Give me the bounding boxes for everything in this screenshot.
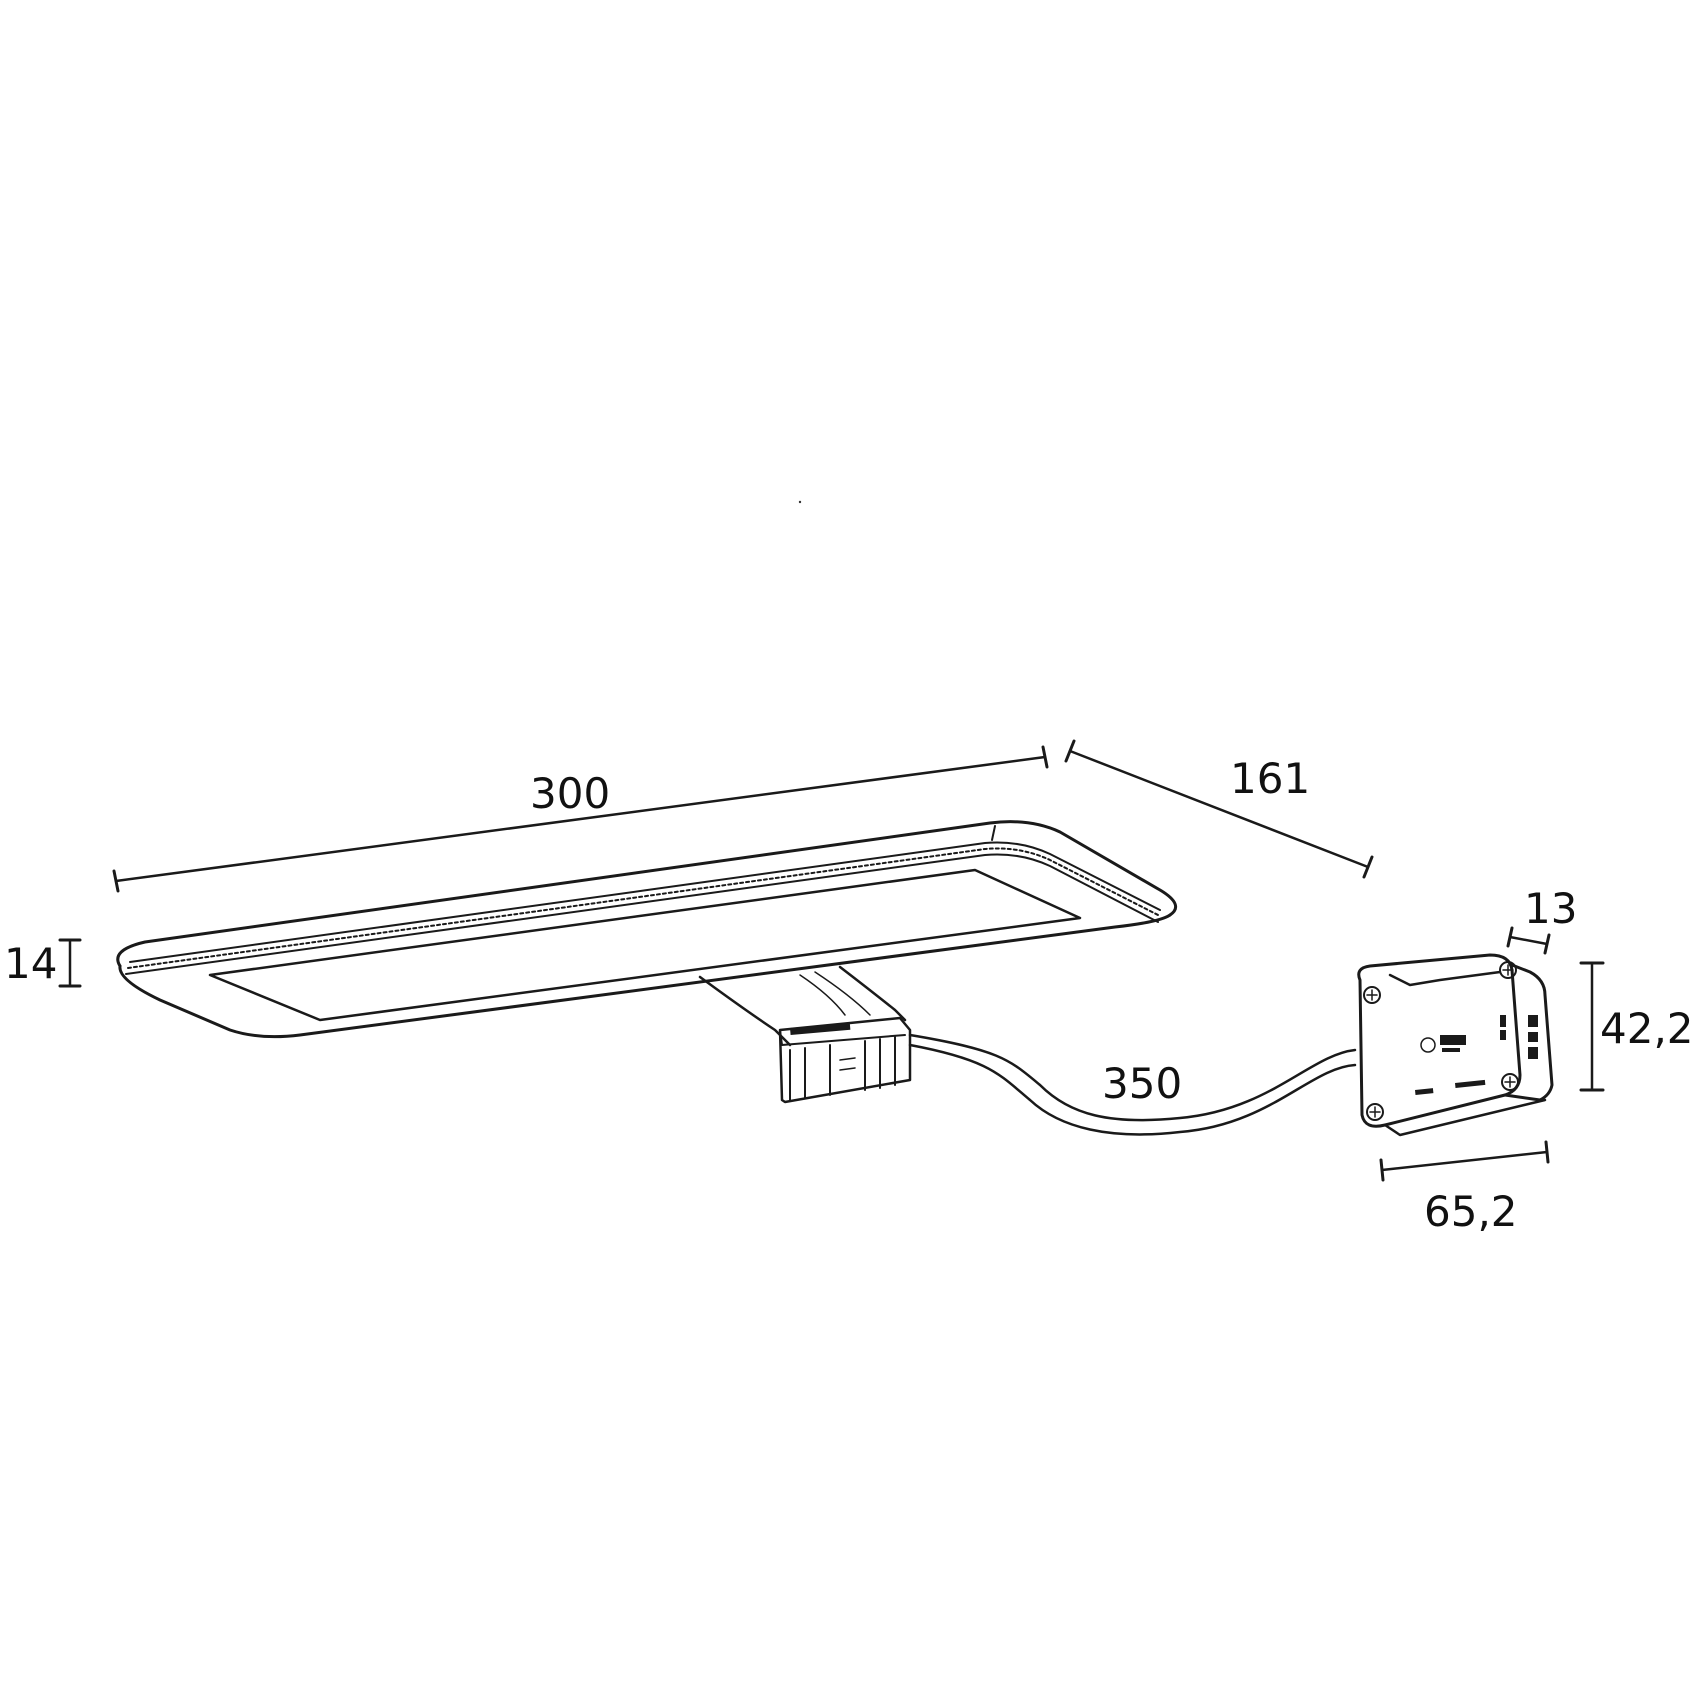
label-cable: 350: [1102, 1059, 1182, 1108]
label-box-thickness: 13: [1524, 884, 1577, 933]
dimension-box-thickness: 13: [1506, 884, 1577, 955]
stray-dot: [798, 500, 802, 504]
dimension-height: 14: [4, 938, 82, 988]
driver-box: [1357, 953, 1554, 1137]
label-length: 300: [530, 769, 610, 818]
cable: 350: [908, 1033, 1357, 1136]
dimension-length: 300: [112, 745, 1049, 893]
label-box-width: 65,2: [1424, 1187, 1518, 1236]
mounting-clip: [698, 965, 912, 1104]
dimension-box-width: 65,2: [1379, 1140, 1550, 1236]
dimension-depth: 161: [1064, 739, 1374, 879]
label-box-height: 42,2: [1600, 1004, 1694, 1053]
light-bar: [116, 820, 1178, 1039]
label-height: 14: [4, 939, 57, 988]
dimension-box-height: 42,2: [1579, 961, 1694, 1092]
label-depth: 161: [1230, 754, 1310, 803]
